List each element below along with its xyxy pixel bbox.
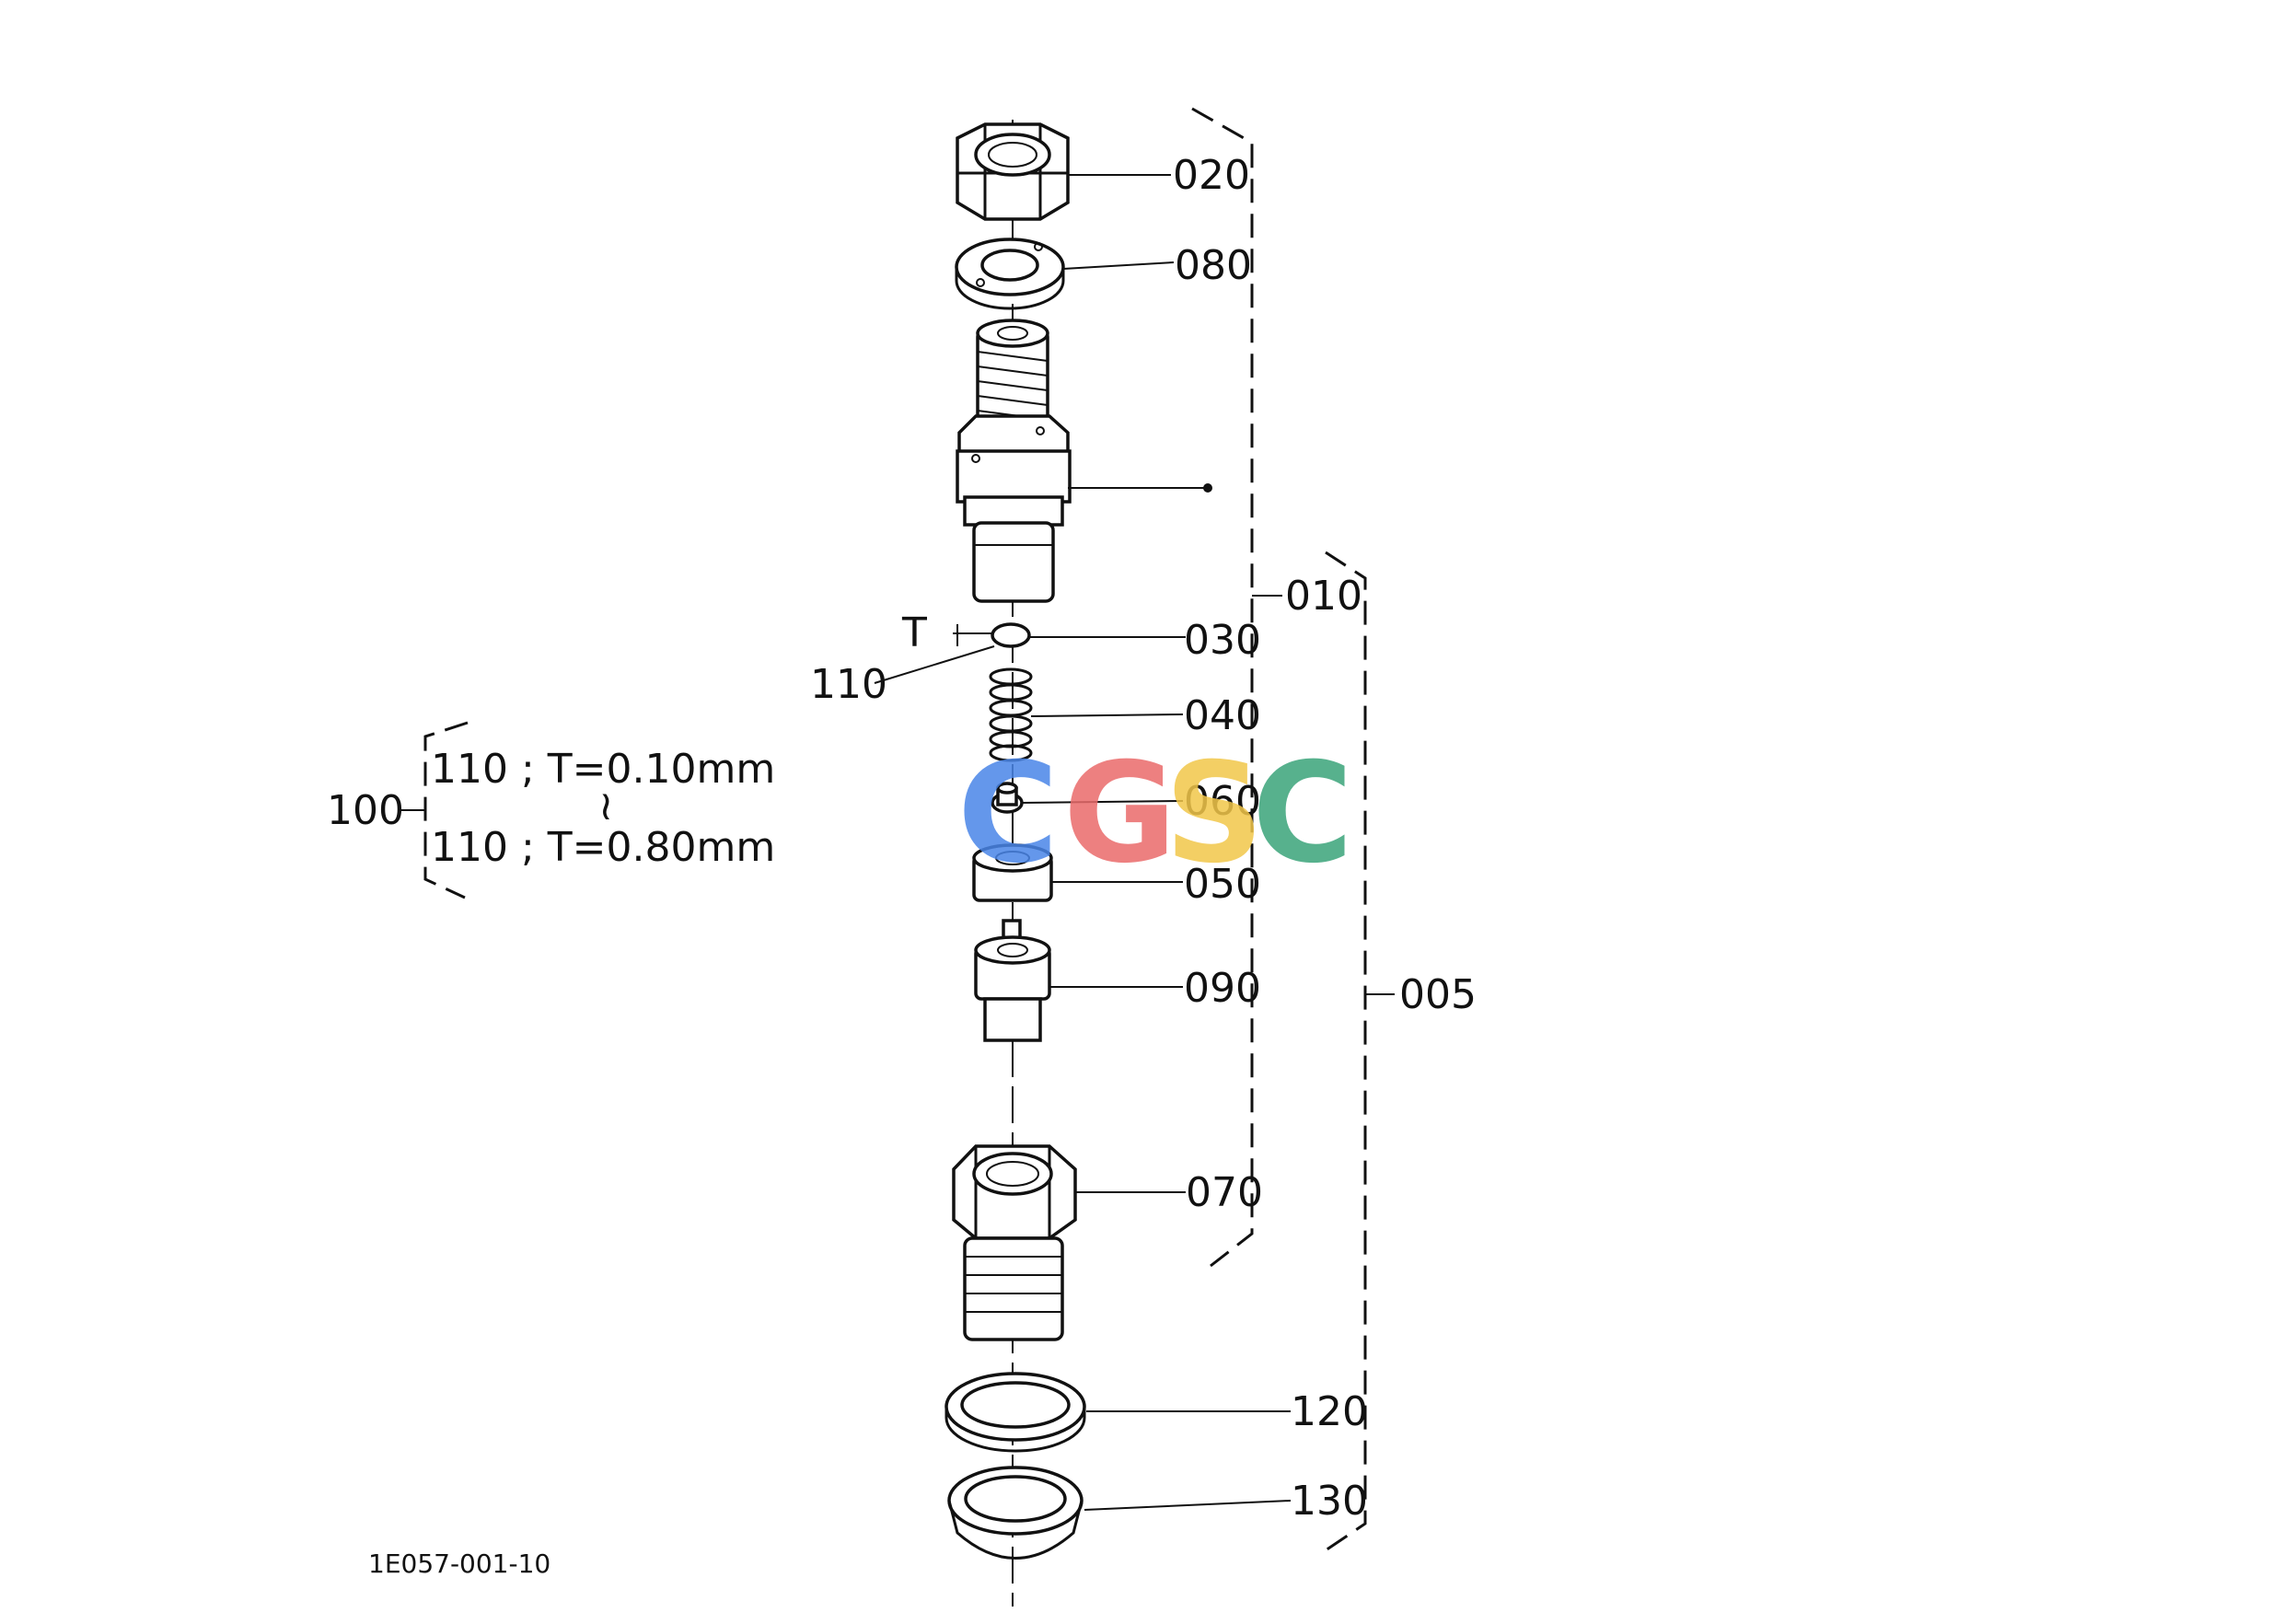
svg-text:C: C bbox=[1252, 734, 1353, 894]
svg-text:G: G bbox=[1063, 734, 1176, 894]
kit-line-1: 110 ; T=0.10mm bbox=[431, 746, 775, 793]
callout-080: 080 bbox=[1175, 242, 1252, 289]
leader-lines bbox=[874, 174, 1292, 1511]
part-020-nut bbox=[956, 122, 1070, 221]
callout-020: 020 bbox=[1173, 152, 1250, 199]
part-050-distance-piece bbox=[972, 843, 1053, 902]
bracket-005 bbox=[1325, 551, 1395, 1552]
part-080-washer bbox=[955, 238, 1065, 310]
kit-number-100: 100 bbox=[327, 787, 404, 834]
part-090-nozzle bbox=[974, 919, 1051, 1042]
callout-120: 120 bbox=[1291, 1388, 1368, 1435]
callout-030: 030 bbox=[1184, 617, 1261, 664]
watermark-logo: C G S C bbox=[957, 734, 1353, 894]
callout-130: 130 bbox=[1291, 1478, 1368, 1525]
part-040-spring bbox=[989, 667, 1033, 762]
svg-text:C: C bbox=[957, 734, 1059, 894]
drawing-code: 1E057-001-10 bbox=[368, 1549, 550, 1579]
callout-005: 005 bbox=[1399, 971, 1477, 1018]
callout-050: 050 bbox=[1184, 861, 1261, 908]
kit-line-2: 110 ; T=0.80mm bbox=[431, 824, 775, 871]
svg-text:S: S bbox=[1165, 734, 1264, 894]
bracket-010 bbox=[1191, 107, 1282, 1268]
callout-090: 090 bbox=[1184, 965, 1261, 1012]
part-130-seal bbox=[947, 1466, 1084, 1560]
part-030-shim bbox=[991, 622, 1031, 648]
callout-t: T bbox=[901, 609, 927, 656]
bracket-100 bbox=[399, 721, 469, 899]
part-070-retaining-nut bbox=[952, 1144, 1077, 1341]
callout-060: 060 bbox=[1184, 778, 1261, 825]
callout-040: 040 bbox=[1184, 692, 1261, 739]
callout-070: 070 bbox=[1186, 1169, 1263, 1216]
kit-range-symbol: ≀ bbox=[598, 783, 614, 829]
callout-010: 010 bbox=[1285, 573, 1362, 620]
part-120-gasket bbox=[944, 1372, 1086, 1453]
callout-110: 110 bbox=[810, 661, 887, 708]
part-nozzle-holder-body bbox=[956, 319, 1072, 603]
